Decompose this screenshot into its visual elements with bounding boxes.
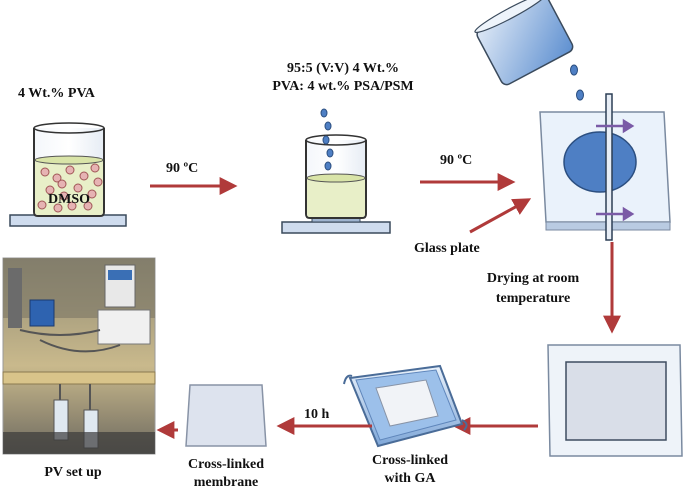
beaker-1-rim	[33, 122, 105, 134]
glass-plate-label: Glass plate	[414, 241, 480, 256]
beaker-1-surface	[34, 155, 104, 165]
drying-line2: temperature	[495, 291, 571, 306]
dropping-droplets	[320, 108, 334, 171]
tray-handle-left	[343, 374, 353, 385]
beaker-2	[281, 108, 391, 234]
beaker-2-rim	[305, 134, 367, 146]
time-label: 10 h	[304, 407, 330, 422]
crosslinked-membrane	[185, 384, 267, 447]
crosslinked-ga-line2: with GA	[384, 471, 436, 486]
glass-plate-pointer	[469, 198, 532, 234]
temp-label-1: 90 ºC	[166, 161, 199, 176]
pv-setup-photo	[2, 257, 156, 455]
crosslinked-membrane-line2: membrane	[193, 475, 259, 490]
beaker-2-surface	[306, 173, 366, 183]
hotplate-2	[281, 221, 391, 234]
immersed-membrane	[375, 379, 439, 427]
ratio-line1: 95:5 (V:V) 4 Wt.%	[287, 61, 399, 76]
beaker-1	[9, 122, 127, 227]
crosslinked-membrane-line1: Cross-linked	[188, 457, 264, 472]
knife-direction-arrows	[596, 118, 635, 222]
dmso-label: DMSO	[48, 192, 90, 207]
bath-unit	[97, 309, 151, 345]
ga-tray	[343, 364, 468, 448]
beaker-2-solution	[307, 178, 365, 217]
tray-handle-right	[461, 419, 468, 431]
ratio-line2: PVA: 4 wt.% PSA/PSM	[272, 79, 414, 94]
cast-film	[563, 131, 637, 193]
bench-rail	[2, 371, 156, 385]
pv-setup-label: PV set up	[44, 465, 102, 480]
pva-label: 4 Wt.% PVA	[18, 86, 95, 101]
casting-knife	[605, 93, 613, 241]
pouring-beaker	[474, 0, 574, 86]
pump-unit	[29, 299, 55, 327]
temp-label-2: 90 ºC	[440, 153, 473, 168]
casting-setup	[474, 0, 671, 241]
crosslinked-ga-line1: Cross-linked	[372, 453, 448, 468]
dry-film	[565, 361, 667, 441]
drying-line1: Drying at room	[486, 271, 580, 286]
pva-granules	[37, 163, 103, 213]
dried-membrane	[547, 344, 683, 457]
